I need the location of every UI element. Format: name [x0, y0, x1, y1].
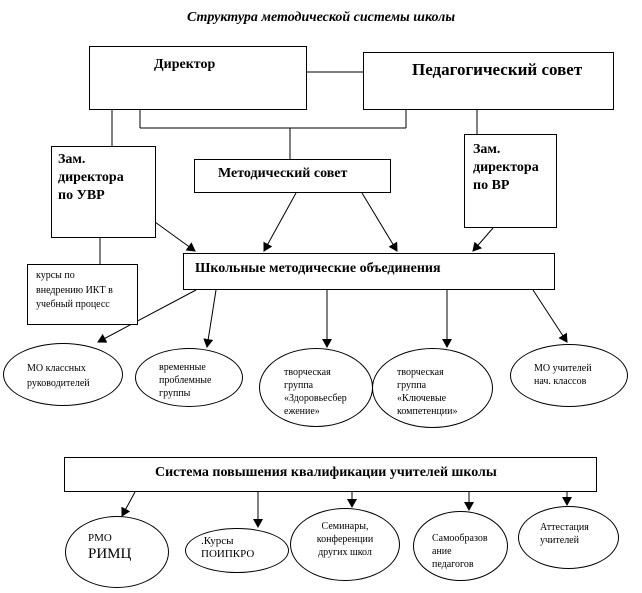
- mo-primary-oval: [510, 344, 628, 407]
- courses-oval: [185, 528, 289, 573]
- rmo-oval: [65, 516, 169, 588]
- mo-class-label: МО классных руководителей: [27, 363, 90, 389]
- ikt-courses-box: [27, 264, 138, 325]
- seminars-label: Семинары, конференции других школ: [316, 521, 374, 558]
- director-box: [89, 46, 307, 110]
- deputy-vr-box: [464, 134, 557, 228]
- deputy-uvr-label: Зам. директора по УВР: [58, 152, 124, 204]
- method-council-box: [194, 159, 391, 193]
- qualification-box: [64, 457, 597, 492]
- school-mo-box: [183, 253, 555, 290]
- ikt-courses-label: курсы по внедрению ИКТ в учебный процесс: [36, 270, 113, 310]
- creative-key-label: творческая группа «Ключевые компетенции»: [397, 367, 458, 417]
- creative-key-oval: [372, 348, 493, 428]
- qualification-label: Система повышения квалификации учителей …: [155, 465, 497, 480]
- attestation-oval: [518, 506, 619, 569]
- mo-primary-label: МО учителей нач. классов: [534, 363, 592, 387]
- rmo-label: РМО: [88, 532, 112, 544]
- arrow-mc-mo-left: [263, 192, 297, 252]
- arrow-uvr-mo: [154, 221, 196, 252]
- temp-groups-oval: [135, 348, 243, 407]
- self-education-label: Самообразов ание педагогов: [432, 533, 488, 570]
- diagram-title: Структура методической системы школы: [186, 10, 456, 25]
- temp-groups-label: временные проблемные группы: [159, 362, 212, 399]
- arrow-mo-class: [97, 289, 197, 343]
- ped-council-box: [363, 52, 614, 110]
- arrow-mc-mo-right: [361, 192, 398, 252]
- courses-label: .Курсы ПОИПКРО: [201, 535, 255, 561]
- arrow-q-rmo: [121, 491, 136, 517]
- arrow-vr-mo: [472, 227, 494, 252]
- attestation-label: Аттестация учителей: [540, 522, 589, 546]
- creative-health-label: творческая группа «Здоровьесбер ежение»: [284, 367, 347, 417]
- method-council-label: Методический совет: [218, 166, 348, 181]
- seminars-oval: [290, 508, 400, 581]
- rimc-label: РИМЦ: [88, 546, 132, 562]
- school-mo-label: Школьные методические объединения: [195, 261, 441, 276]
- deputy-vr-label: Зам. директора по ВР: [473, 142, 539, 194]
- arrow-mo-primary: [532, 289, 568, 343]
- deputy-uvr-box: [51, 146, 156, 238]
- self-education-oval: [413, 511, 508, 581]
- arrow-mo-temp: [203, 289, 217, 348]
- mo-class-oval: [3, 343, 123, 406]
- director-label: Директор: [154, 57, 216, 72]
- ped-council-label: Педагогический совет: [412, 60, 583, 79]
- creative-health-oval: [259, 348, 373, 427]
